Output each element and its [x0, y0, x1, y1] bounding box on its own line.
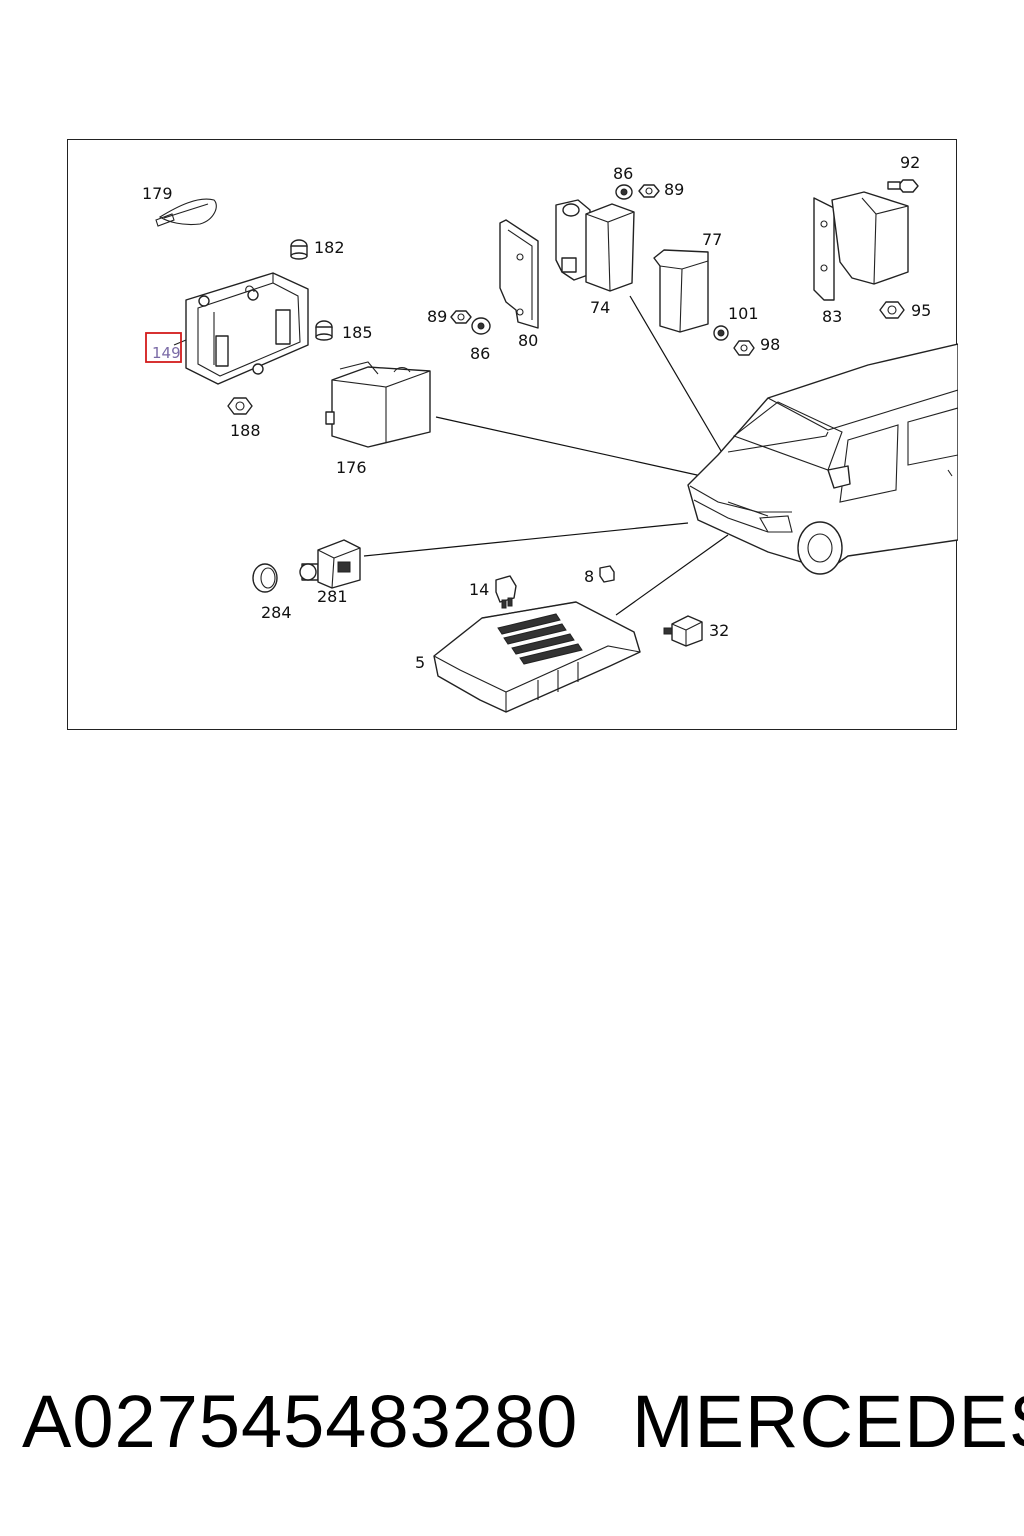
callout-80: 80 — [518, 331, 538, 350]
callout-179: 179 — [142, 184, 173, 203]
fuse-14[interactable] — [495, 575, 517, 609]
highlight-box-149[interactable] — [145, 332, 182, 363]
brand-name: MERCEDES — [632, 1380, 1024, 1463]
bolt-92[interactable] — [887, 179, 919, 193]
fuse-box-5[interactable] — [433, 601, 641, 713]
callout-284: 284 — [261, 603, 292, 622]
callout-281: 281 — [317, 587, 348, 606]
washer-86-left[interactable] — [471, 317, 491, 335]
cover-77[interactable] — [653, 249, 709, 333]
fuse-rows — [497, 613, 583, 665]
leader-lines — [363, 295, 752, 616]
cable-tie-179[interactable] — [155, 198, 217, 227]
part-number: A027545483280 — [22, 1380, 579, 1463]
control-unit-149[interactable] — [173, 272, 309, 385]
callout-32: 32 — [709, 621, 729, 640]
callout-182: 182 — [314, 238, 345, 257]
van-illustration — [687, 343, 958, 575]
callout-89-left: 89 — [427, 307, 447, 326]
bracket-80[interactable] — [499, 219, 539, 329]
callout-95: 95 — [911, 301, 931, 320]
callout-77: 77 — [702, 230, 722, 249]
callout-86-right: 86 — [613, 164, 633, 183]
callout-149[interactable]: 149 — [152, 344, 181, 362]
nut-89-left[interactable] — [450, 310, 472, 324]
nut-89-right[interactable] — [638, 184, 660, 198]
callout-89-right: 89 — [664, 180, 684, 199]
callout-188: 188 — [230, 421, 261, 440]
callout-176: 176 — [336, 458, 367, 477]
exploded-parts-diagram: 179 182 149 185 188 176 89 86 80 86 89 7… — [142, 153, 958, 713]
callout-92: 92 — [900, 153, 920, 172]
callout-labels: 179 182 149 185 188 176 89 86 80 86 89 7… — [142, 153, 931, 672]
module-176[interactable] — [325, 361, 431, 448]
callout-101: 101 — [728, 304, 759, 323]
nut-188[interactable] — [227, 397, 253, 415]
nut-98[interactable] — [733, 340, 755, 356]
callout-14: 14 — [469, 580, 489, 599]
callout-74: 74 — [590, 298, 610, 317]
relay-74[interactable] — [555, 199, 635, 292]
grommet-101[interactable] — [713, 325, 729, 341]
nut-95[interactable] — [879, 301, 905, 319]
footer-caption: A027545483280 MERCEDES — [0, 1372, 1024, 1472]
grommet-284[interactable] — [252, 563, 278, 593]
washer-86-right[interactable] — [615, 184, 633, 200]
callout-8: 8 — [584, 567, 594, 586]
plug-185[interactable] — [315, 320, 333, 341]
callout-185: 185 — [342, 323, 373, 342]
callout-83: 83 — [822, 307, 842, 326]
clip-182[interactable] — [290, 239, 308, 260]
callout-5: 5 — [415, 653, 425, 672]
callout-98: 98 — [760, 335, 780, 354]
switch-281[interactable] — [299, 539, 361, 589]
parts-diagram-frame: 179 182 149 185 188 176 89 86 80 86 89 7… — [67, 139, 958, 730]
connector-8[interactable] — [599, 565, 615, 583]
bracket-83[interactable] — [813, 191, 909, 301]
callout-86-left: 86 — [470, 344, 490, 363]
relay-32[interactable] — [663, 615, 703, 647]
